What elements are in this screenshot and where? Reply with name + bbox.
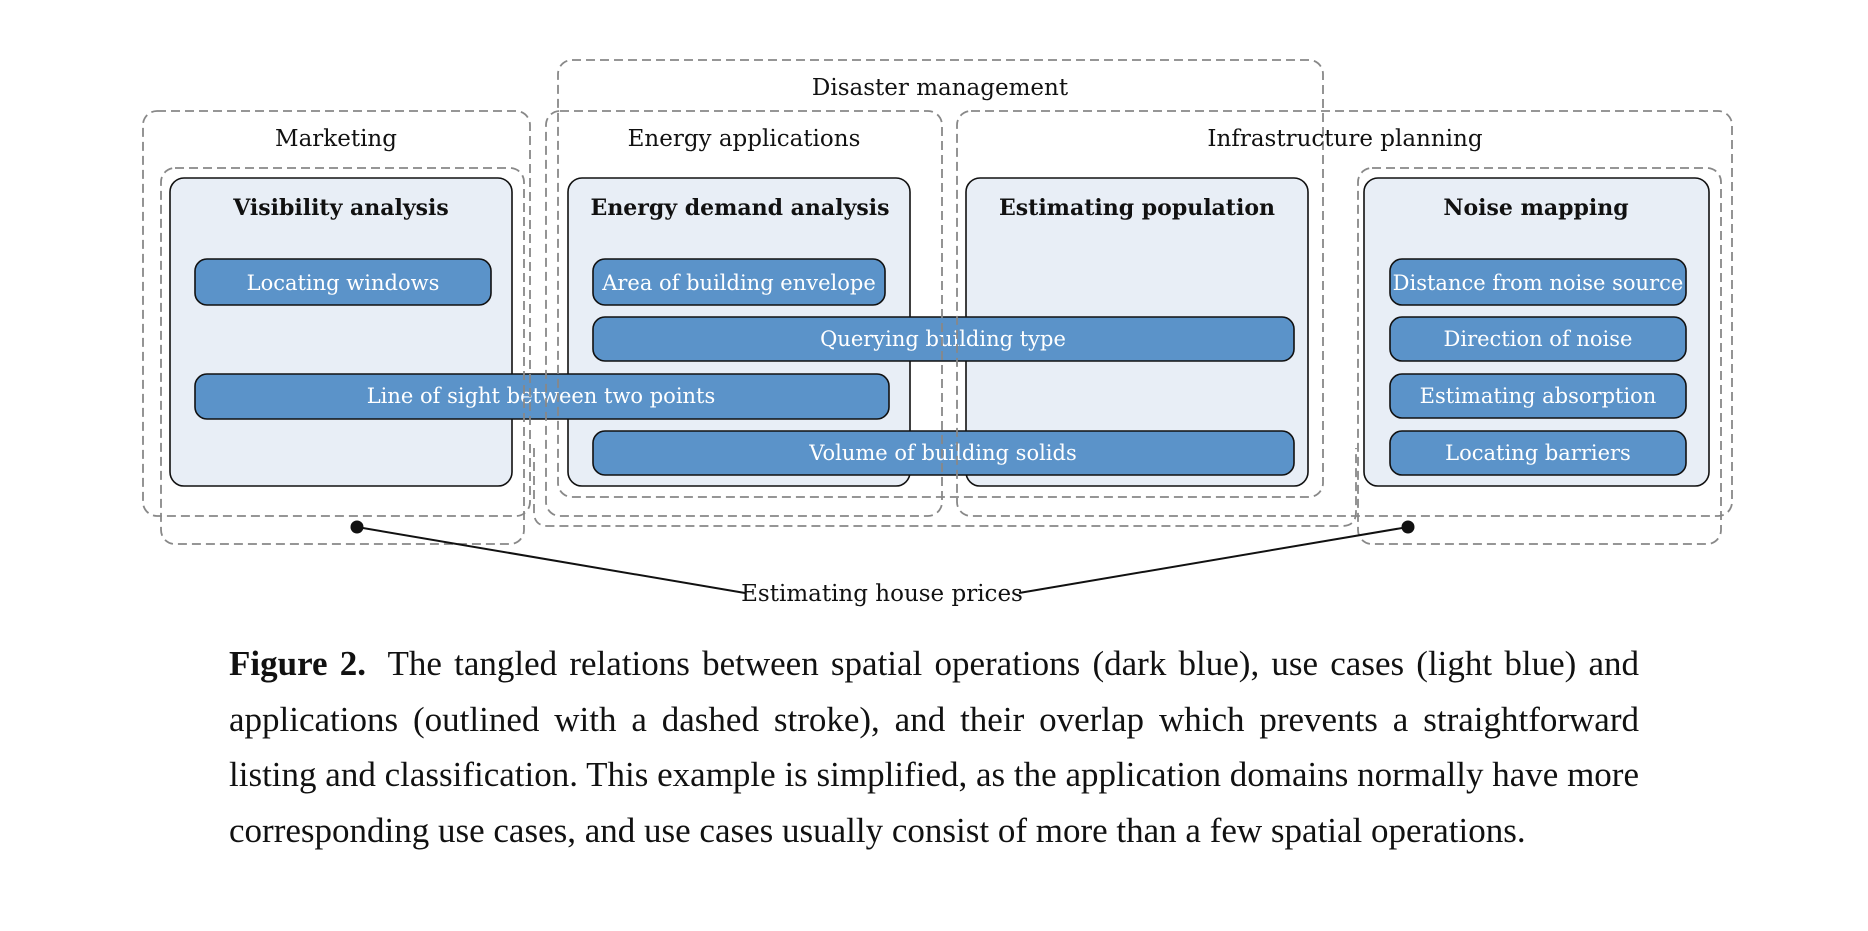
operation-label: Estimating absorption (1420, 384, 1657, 408)
operation-area-of-building-envelope: Area of building envelope (592, 258, 886, 306)
operation-label: Distance from noise source (1393, 271, 1684, 295)
house-prices-connector (350, 520, 1415, 594)
boundary-marketing (142, 110, 531, 517)
use-case-title-noise: Noise mapping (1443, 195, 1628, 221)
connector-dot-right (1401, 520, 1415, 534)
app-label-estimating-house-prices: Estimating house prices (741, 581, 1023, 607)
operation-estimating-absorption: Estimating absorption (1389, 373, 1687, 419)
operation-querying-building-type: Querying building type (592, 316, 1295, 362)
operation-line-of-sight: Line of sight between two points (194, 373, 890, 420)
boundary-energy-applications (545, 110, 943, 517)
boundary-disaster-management (557, 59, 1324, 498)
operation-label: Direction of noise (1444, 327, 1633, 351)
app-label-energy-applications: Energy applications (628, 126, 861, 152)
connector-dot-left (350, 520, 364, 534)
operation-distance-from-noise-source: Distance from noise source (1389, 258, 1687, 306)
use-case-title-visibility: Visibility analysis (232, 195, 449, 221)
use-case-title-energy-demand: Energy demand analysis (591, 195, 890, 221)
operation-locating-barriers: Locating barriers (1389, 430, 1687, 476)
figure-label: Figure 2. (229, 644, 366, 683)
operation-volume-of-building-solids: Volume of building solids (592, 430, 1295, 476)
boundary-house-prices-right (533, 448, 1357, 527)
figure-caption-text: The tangled relations between spatial op… (229, 644, 1639, 850)
operation-label: Locating windows (247, 271, 440, 295)
app-label-marketing: Marketing (275, 126, 397, 152)
use-case-visibility-analysis (169, 177, 513, 487)
figure-caption: Figure 2. The tangled relations between … (229, 636, 1639, 858)
operation-label: Line of sight between two points (367, 384, 716, 408)
operation-label: Locating barriers (1445, 441, 1631, 465)
operation-label: Area of building envelope (601, 271, 876, 295)
boundary-infrastructure-planning (956, 110, 1733, 517)
use-case-title-population: Estimating population (999, 195, 1275, 221)
operation-direction-of-noise: Direction of noise (1389, 316, 1687, 362)
operation-locating-windows: Locating windows (194, 258, 492, 306)
app-label-disaster-management: Disaster management (812, 75, 1069, 101)
app-label-infrastructure-planning: Infrastructure planning (1207, 126, 1482, 152)
operation-label: Querying building type (820, 327, 1066, 351)
